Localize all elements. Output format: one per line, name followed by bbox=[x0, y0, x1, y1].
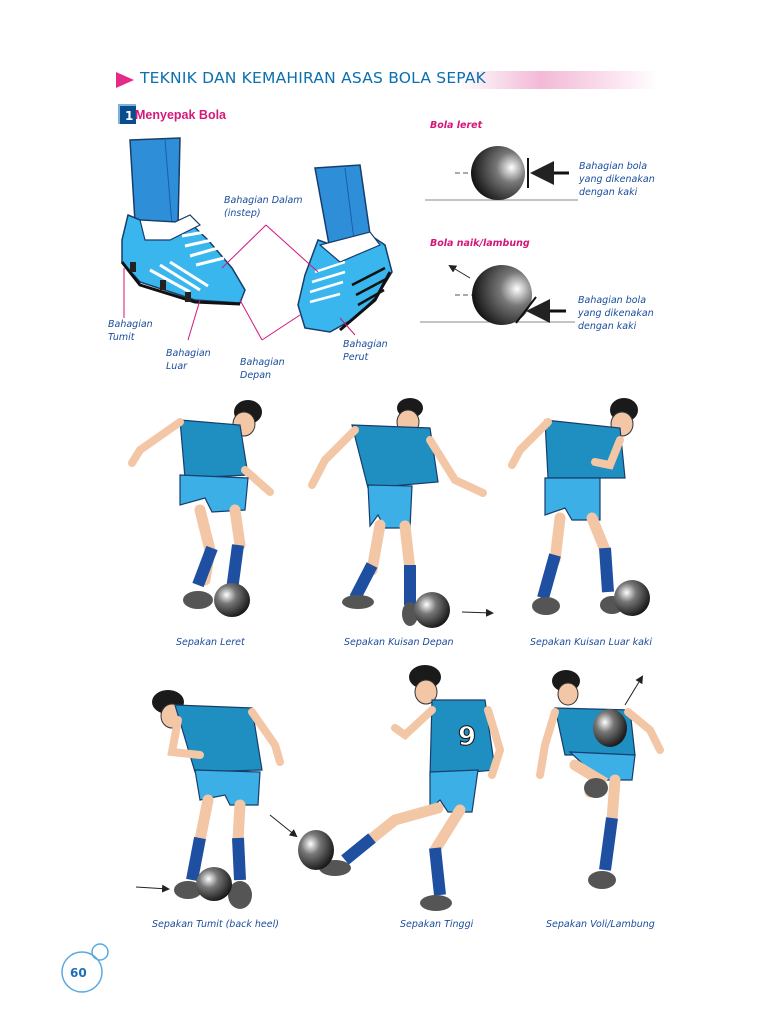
player-figure-kuisan-depan bbox=[308, 398, 494, 628]
ball-lofted-label: Bahagian bola yang dikenakan dengan kaki bbox=[578, 295, 654, 332]
player-figure-tinggi: 9 bbox=[269, 665, 505, 911]
section-number: 1 bbox=[125, 109, 134, 123]
caption-kick-3: Sepakan Kuisan Luar kaki bbox=[530, 637, 653, 648]
ball-ground-title: Bola leret bbox=[430, 120, 483, 131]
caption-kick-4: Sepakan Tumit (back heel) bbox=[152, 919, 279, 930]
label-outer: Bahagian Luar bbox=[166, 348, 211, 372]
ball-ground-label: Bahagian bola yang dikenakan dengan kaki bbox=[579, 161, 655, 198]
label-heel: Bahagian Tumit bbox=[108, 319, 153, 343]
player-figure-tumit bbox=[135, 690, 284, 909]
header-gradient-bar bbox=[128, 71, 658, 89]
caption-kick-5: Sepakan Tinggi bbox=[400, 919, 474, 930]
jersey-number: 9 bbox=[458, 722, 476, 752]
section-title: Menyepak Bola bbox=[135, 108, 227, 122]
caption-kick-2: Sepakan Kuisan Depan bbox=[344, 637, 454, 648]
player-figure-kuisan-luar bbox=[508, 398, 650, 616]
boot-left-illustration bbox=[120, 137, 246, 306]
page-number-decoration bbox=[61, 943, 109, 993]
label-belly: Bahagian Perut bbox=[343, 339, 388, 363]
caption-kick-1: Sepakan Leret bbox=[176, 637, 245, 648]
boot-pointer-lines bbox=[123, 224, 356, 341]
boot-right-illustration bbox=[297, 164, 393, 333]
page-title: TEKNIK DAN KEMAHIRAN ASAS BOLA SEPAK bbox=[140, 69, 487, 87]
label-front: Bahagian Depan bbox=[240, 357, 285, 381]
player-figure-voli bbox=[536, 670, 664, 889]
ball-diagram-ground bbox=[425, 146, 578, 201]
section-number-box bbox=[118, 104, 136, 124]
ball-lofted-title: Bola naik/lambung bbox=[430, 238, 530, 249]
caption-kick-6: Sepakan Voli/Lambung bbox=[546, 919, 655, 930]
ball-diagram-lofted bbox=[420, 264, 575, 325]
label-inner-instep: Bahagian Dalam (instep) bbox=[224, 195, 303, 219]
player-figure-leret bbox=[128, 400, 274, 617]
page-number: 60 bbox=[70, 966, 87, 980]
header-arrow-icon bbox=[116, 72, 134, 88]
